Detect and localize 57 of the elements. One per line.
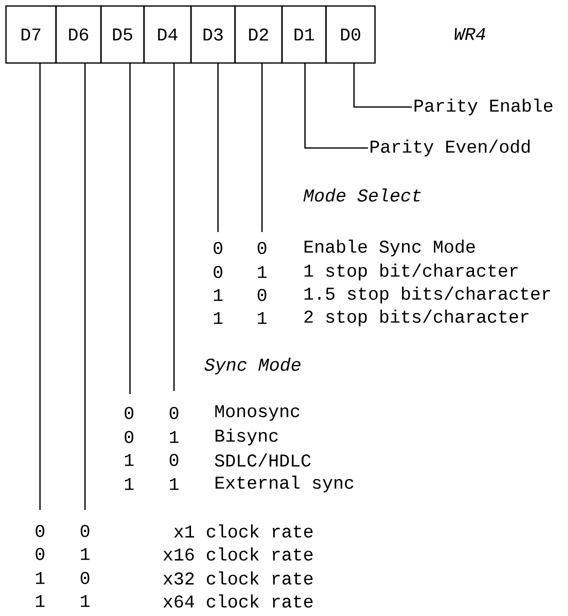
mode-description: Bisync (216, 428, 278, 446)
bit-value: 1 (36, 572, 45, 584)
bit-value: 1 (124, 478, 134, 490)
field-label: Parity Enable (414, 98, 552, 116)
mode-description: x16 clock rate (163, 547, 313, 561)
bit-cell: D1 (281, 5, 327, 64)
mode-description: 1.5 stop bits/character (304, 286, 550, 304)
mode-description: x64 clock rate (163, 594, 313, 608)
bit-value: 0 (124, 430, 134, 444)
field-label: Parity Even/odd (370, 140, 530, 156)
section-heading: WR4 (454, 28, 486, 40)
mode-description: 1 stop bit/character (304, 264, 518, 280)
bit-line (261, 63, 263, 232)
mode-description: SDLC/HDLC (214, 453, 311, 467)
bit-cell: D7 (5, 5, 57, 64)
bit-value: 0 (258, 288, 266, 302)
mode-description: External sync (216, 476, 354, 492)
leader-line (353, 63, 412, 108)
bit-value: 1 (214, 312, 223, 324)
mode-description: x1 clock rate (174, 524, 313, 538)
bit-value: 0 (258, 242, 266, 254)
bit-value: 1 (36, 595, 45, 607)
bit-value: 0 (36, 548, 44, 560)
bit-value: 1 (80, 595, 90, 607)
bit-value: 1 (214, 289, 223, 301)
bit-cell: D6 (55, 5, 102, 64)
bit-line (84, 63, 86, 510)
bit-line (173, 63, 175, 391)
bit-value: 1 (170, 431, 179, 443)
bit-value: 0 (80, 524, 90, 538)
bit-value: 1 (124, 454, 134, 466)
bit-value: 0 (124, 406, 134, 420)
bit-value: 0 (170, 406, 178, 420)
bit-line (39, 63, 41, 510)
bit-cell: D2 (234, 5, 283, 64)
mode-description: Monosync (215, 405, 300, 421)
bit-cell: D5 (100, 5, 145, 64)
bit-value: 0 (214, 242, 222, 254)
bit-line (129, 63, 131, 394)
section-heading: Mode Select (303, 188, 421, 202)
bit-value: 1 (80, 548, 90, 560)
bit-line (217, 63, 219, 232)
bit-value: 0 (36, 524, 44, 538)
bit-value: 1 (170, 478, 179, 490)
bit-value: 0 (170, 454, 178, 466)
bit-value: 0 (80, 572, 90, 584)
bit-value: 0 (214, 266, 222, 278)
leader-line (304, 63, 368, 149)
bit-value: 1 (258, 312, 267, 324)
mode-description: 2 stop bits/character (304, 310, 528, 326)
bit-cell: D0 (325, 5, 376, 64)
bit-cell: D4 (143, 5, 192, 64)
bit-value: 1 (258, 266, 267, 278)
section-heading: Sync Mode (204, 358, 300, 374)
mode-description: x32 clock rate (163, 571, 313, 585)
bit-cell: D3 (190, 5, 236, 64)
mode-description: Enable Sync Mode (304, 240, 475, 256)
